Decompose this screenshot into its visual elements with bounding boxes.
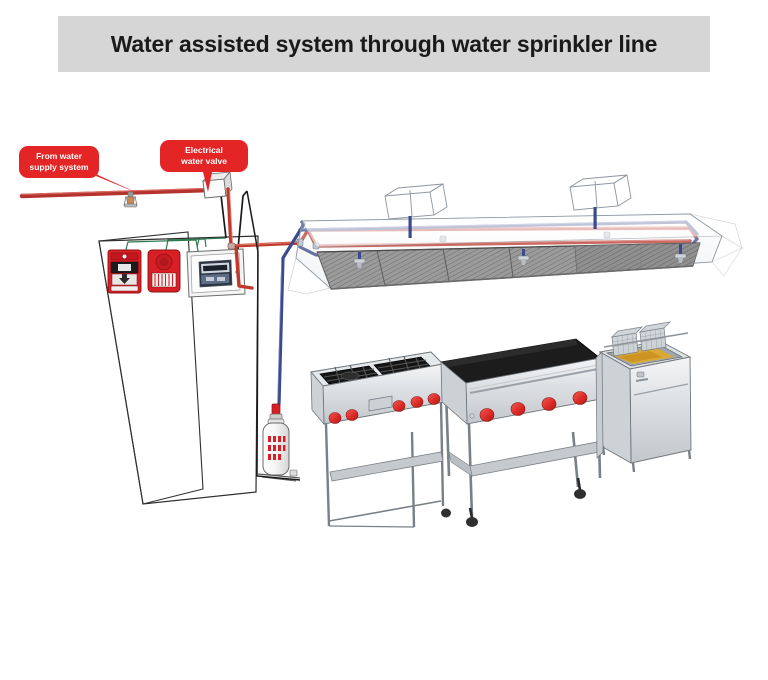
sprinkler-head: [123, 191, 138, 208]
signal-wires: [124, 237, 227, 254]
callout-line-2: water valve: [181, 156, 227, 166]
extraction-hood: [287, 213, 744, 295]
callout-from-water-supply-system: From water supply system: [19, 146, 99, 178]
water-supply-line: [19, 187, 213, 199]
griddle-knobs: [479, 391, 588, 422]
control-panel: [186, 248, 246, 298]
callout-leaders: [92, 172, 212, 194]
duct-collar-left: [384, 183, 448, 220]
casters: [441, 477, 586, 527]
callout-line-1: From water: [36, 151, 82, 161]
range-knobs: [328, 393, 441, 424]
wall-panel: [98, 231, 259, 505]
page-title: Water assisted system through water spri…: [110, 30, 658, 57]
alarm-horn-strobe: [147, 249, 181, 293]
gas-range: [310, 351, 445, 528]
wall-conduit-run: [246, 190, 301, 481]
deep-fryer: [595, 321, 692, 473]
manual-pull-station: [107, 249, 142, 294]
callout-electrical-water-valve: Electrical water valve: [160, 140, 248, 172]
callout-line-1: Electrical: [185, 145, 223, 155]
gas-cylinder: [257, 403, 301, 482]
title-band: Water assisted system through water spri…: [58, 16, 710, 72]
griddle: [440, 338, 602, 527]
duct-collar-right: [569, 174, 632, 211]
callout-line-2: supply system: [29, 162, 89, 172]
nozzle-drops: [353, 207, 687, 268]
